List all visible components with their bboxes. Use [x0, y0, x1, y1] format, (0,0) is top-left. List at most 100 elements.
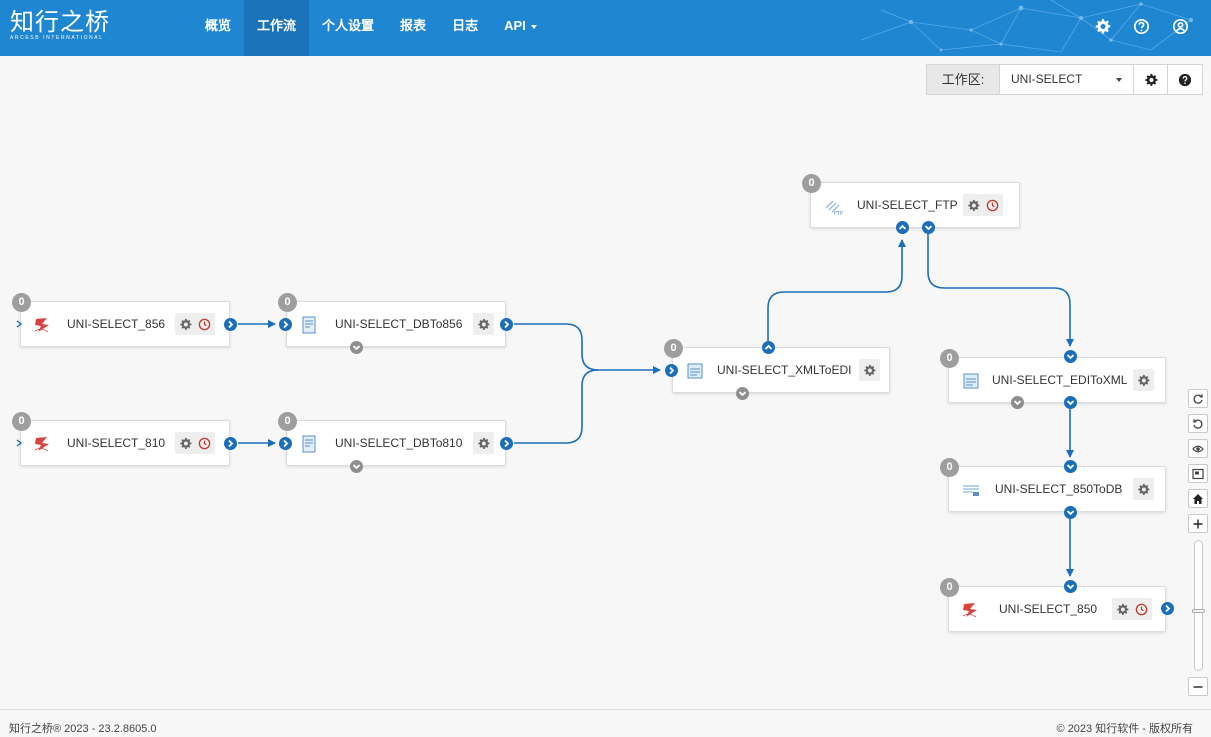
view-toggle-button[interactable]: [1188, 439, 1208, 458]
input-port-stub-icon: [16, 439, 22, 447]
node-settings-button[interactable]: [476, 436, 491, 451]
zoom-out-button[interactable]: [1188, 677, 1208, 696]
node-actions: [1133, 369, 1154, 391]
undo-button[interactable]: [1188, 414, 1208, 433]
output-port[interactable]: [762, 341, 775, 354]
input-port[interactable]: [665, 364, 678, 377]
node-settings-button[interactable]: [1136, 373, 1151, 388]
node-actions: [963, 194, 1003, 216]
workspace-help-button[interactable]: [1168, 65, 1202, 94]
gear-icon: [864, 364, 876, 376]
output-port[interactable]: [1064, 396, 1077, 409]
node-title: UNI-SELECT_810: [67, 436, 166, 450]
home-button[interactable]: [1188, 489, 1208, 508]
node-schedule-button[interactable]: [197, 436, 212, 451]
input-port[interactable]: [1064, 350, 1077, 363]
input-port[interactable]: [279, 318, 292, 331]
footer: 知行之桥® 2023 - 23.2.8605.0 © 2023 知行软件 - 版…: [0, 709, 1211, 737]
error-port[interactable]: [736, 387, 749, 400]
gear-icon: [1138, 374, 1150, 386]
error-port[interactable]: [350, 341, 363, 354]
message-count-badge: 0: [940, 349, 959, 368]
logo[interactable]: 知行之桥 ARCESB INTERNATIONAL: [10, 8, 110, 41]
error-port[interactable]: [1011, 396, 1024, 409]
chevron-down-icon: [1066, 464, 1075, 470]
chevron-down-icon: [530, 24, 537, 29]
undo-icon: [1193, 418, 1203, 429]
flow-node-dbto810[interactable]: 0 UNI-SELECT_DBTo810: [278, 412, 506, 466]
chevron-down-icon: [1116, 78, 1122, 82]
node-settings-button[interactable]: [862, 363, 877, 378]
help-icon[interactable]: [1133, 18, 1150, 35]
output-port[interactable]: [500, 437, 513, 450]
nav-api[interactable]: API: [491, 0, 550, 56]
zoom-slider-handle[interactable]: [1192, 609, 1205, 613]
flow-node-850todb[interactable]: 0 UNI-SELECT_850ToDB: [940, 458, 1166, 512]
workspace-label: 工作区:: [927, 65, 1000, 94]
node-title: UNI-SELECT_EDIToXML: [992, 373, 1128, 387]
workspace-value: UNI-SELECT: [1011, 72, 1083, 86]
workspace-dropdown[interactable]: UNI-SELECT: [1000, 65, 1134, 94]
minimap-button[interactable]: [1188, 464, 1208, 483]
node-schedule-button[interactable]: [1134, 602, 1149, 617]
node-settings-button[interactable]: [476, 317, 491, 332]
input-port[interactable]: [896, 221, 909, 234]
node-settings-button[interactable]: [178, 436, 193, 451]
zoom-in-button[interactable]: [1188, 514, 1208, 533]
node-actions: [473, 432, 494, 454]
input-port[interactable]: [1064, 580, 1077, 593]
wire-xml-to-ftp: [767, 239, 906, 341]
flow-node-850[interactable]: 0 UNI-SELECT_850: [940, 578, 1166, 632]
node-settings-button[interactable]: [178, 317, 193, 332]
node-actions: [473, 313, 494, 335]
zoom-in-icon: [1193, 519, 1203, 528]
error-port[interactable]: [350, 460, 363, 473]
user-icon[interactable]: [1172, 18, 1189, 35]
output-port[interactable]: [224, 437, 237, 450]
input-port[interactable]: [1064, 460, 1077, 473]
flow-node-ftp[interactable]: 0 FTP UNI-SELECT_FTP: [802, 174, 1020, 228]
chevron-right-icon: [283, 439, 289, 448]
nav-overview[interactable]: 概览: [205, 18, 232, 33]
chevron-right-icon: [228, 439, 234, 448]
network-decoration: [860, 0, 1193, 53]
footer-copyright: © 2023 知行软件 - 版权所有: [1056, 723, 1193, 735]
input-port-stub-icon: [16, 320, 22, 328]
connector-icon: [34, 437, 49, 452]
zoom-slider[interactable]: [1192, 540, 1205, 671]
output-port[interactable]: [1064, 506, 1077, 519]
nav-profile[interactable]: 个人设置: [322, 18, 375, 33]
flow-node-editoxml[interactable]: 0 UNI-SELECT_EDIToXML: [940, 349, 1166, 403]
nav-logs[interactable]: 日志: [452, 18, 479, 33]
output-port[interactable]: [500, 318, 513, 331]
message-count-badge: 0: [12, 293, 31, 312]
output-port[interactable]: [922, 221, 935, 234]
output-port[interactable]: [1161, 602, 1174, 615]
xml-edi-icon: [687, 363, 703, 379]
clock-icon: [986, 199, 999, 211]
flow-node-dbto856[interactable]: 0 UNI-SELECT_DBTo856: [278, 293, 506, 347]
refresh-button[interactable]: [1188, 389, 1208, 408]
nav-workflow[interactable]: 工作流: [244, 0, 310, 56]
chevron-right-icon: [283, 320, 289, 329]
chevron-up-icon: [898, 224, 907, 230]
chevron-down-icon: [1066, 400, 1075, 406]
input-port[interactable]: [279, 437, 292, 450]
flow-node-856[interactable]: 0 UNI-SELECT_856: [12, 293, 230, 347]
node-settings-button[interactable]: [1115, 602, 1130, 617]
flow-node-810[interactable]: 0 UNI-SELECT_810: [12, 412, 230, 466]
chevron-down-icon: [352, 464, 361, 470]
node-settings-button[interactable]: [966, 198, 981, 213]
node-settings-button[interactable]: [1136, 482, 1151, 497]
eye-icon: [1192, 445, 1204, 452]
flow-node-xmltoedi[interactable]: 0 UNI-SELECT_XMLToEDI: [664, 339, 890, 393]
workspace-settings-button[interactable]: [1134, 65, 1168, 94]
logo-text: 知行之桥: [10, 8, 110, 36]
node-actions: [1112, 598, 1152, 620]
gear-icon[interactable]: [1094, 18, 1111, 35]
output-port[interactable]: [224, 318, 237, 331]
nav-reports[interactable]: 报表: [400, 18, 427, 33]
node-schedule-button[interactable]: [197, 317, 212, 332]
node-schedule-button[interactable]: [985, 198, 1000, 213]
gear-icon: [1117, 603, 1129, 615]
